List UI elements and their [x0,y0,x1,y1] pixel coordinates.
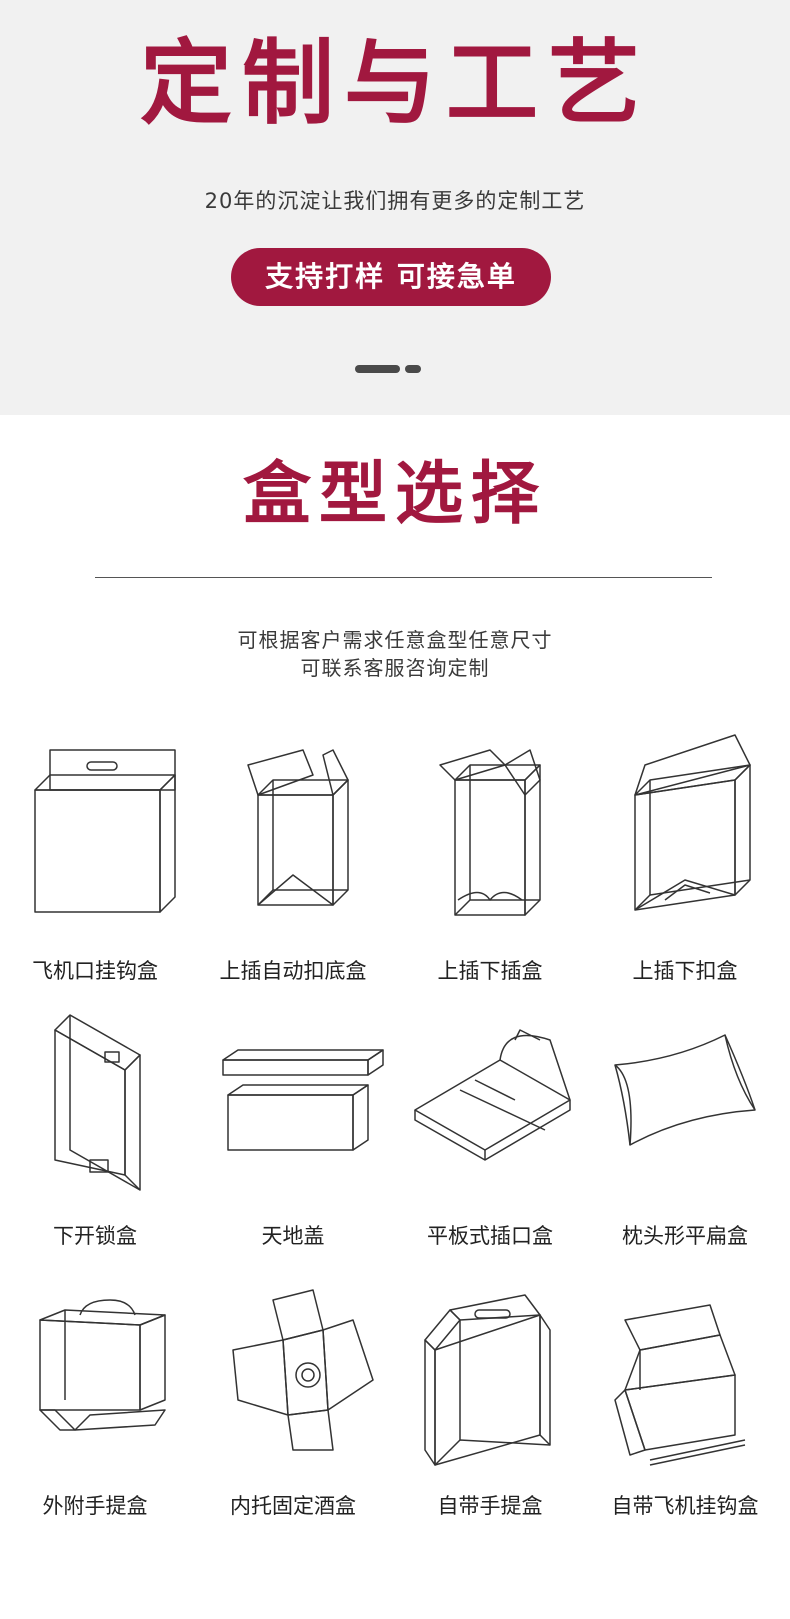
hanging-tab-box-icon [34,749,176,913]
flat-tuck-box-icon [414,1029,571,1161]
wine-insert-box-icon [232,1289,374,1451]
box-type-label: 自带手提盒 [437,1494,543,1518]
section-title: 盒型选择 [242,455,547,534]
box-type-label: 上插下扣盒 [632,959,738,983]
box-type-label: 平板式插口盒 [427,1224,553,1248]
bottom-lock-box-icon [54,1014,141,1191]
tuck-end-box-icon [439,749,541,916]
box-type-item[interactable]: 内托固定酒盒 [198,1289,388,1560]
box-type-item[interactable]: 上插下插盒 [395,735,585,1005]
box-type-item[interactable]: 枕头形平扁盒 [590,1000,780,1270]
auto-lock-bottom-box-icon [247,749,349,906]
box-type-item[interactable]: 下开锁盒 [0,1000,190,1270]
box-type-item[interactable]: 天地盖 [198,1000,388,1270]
box-type-label: 上插自动扣底盒 [219,959,367,983]
carousel-indicator[interactable] [405,365,421,373]
box-type-item[interactable]: 自带手提盒 [395,1290,585,1560]
section-description: 可根据客户需求任意盒型任意尺寸 [237,628,553,652]
box-type-label: 自带飞机挂钩盒 [611,1494,759,1518]
built-in-handle-box-icon [424,1294,551,1466]
box-type-item[interactable]: 上插自动扣底盒 [198,735,388,1005]
section-description-contact: 可联系客服咨询定制 [300,656,490,680]
pillow-box-icon [614,1034,756,1146]
box-type-item[interactable]: 自带飞机挂钩盒 [590,1290,780,1560]
attached-handle-box-icon [39,1299,166,1431]
box-type-label: 下开锁盒 [53,1224,137,1248]
lid-and-base-box-icon [222,1049,384,1151]
divider [95,577,712,578]
box-type-label: 枕头形平扁盒 [622,1224,748,1248]
box-type-label: 外附手提盒 [42,1494,148,1518]
box-type-item[interactable]: 外附手提盒 [0,1290,190,1560]
box-type-label: 飞机口挂钩盒 [32,959,158,983]
built-in-hanger-box-icon [614,1304,746,1466]
box-type-label: 上插下插盒 [437,959,543,983]
box-type-item[interactable]: 飞机口挂钩盒 [0,735,190,1005]
hero-title: 定制与工艺 [139,30,650,137]
box-type-item[interactable]: 上插下扣盒 [590,734,780,1005]
tuck-top-snap-bottom-box-icon [634,734,751,911]
box-type-item[interactable]: 平板式插口盒 [395,1000,585,1270]
hero-subtitle: 20年的沉淀让我们拥有更多的定制工艺 [204,189,586,213]
box-type-label: 内托固定酒盒 [230,1494,356,1518]
carousel-indicator-active[interactable] [355,365,400,373]
sample-order-button[interactable]: 支持打样 可接急单 [231,248,551,306]
box-type-label: 天地盖 [261,1224,325,1248]
hero-banner: 定制与工艺 20年的沉淀让我们拥有更多的定制工艺 支持打样 可接急单 [0,0,790,415]
